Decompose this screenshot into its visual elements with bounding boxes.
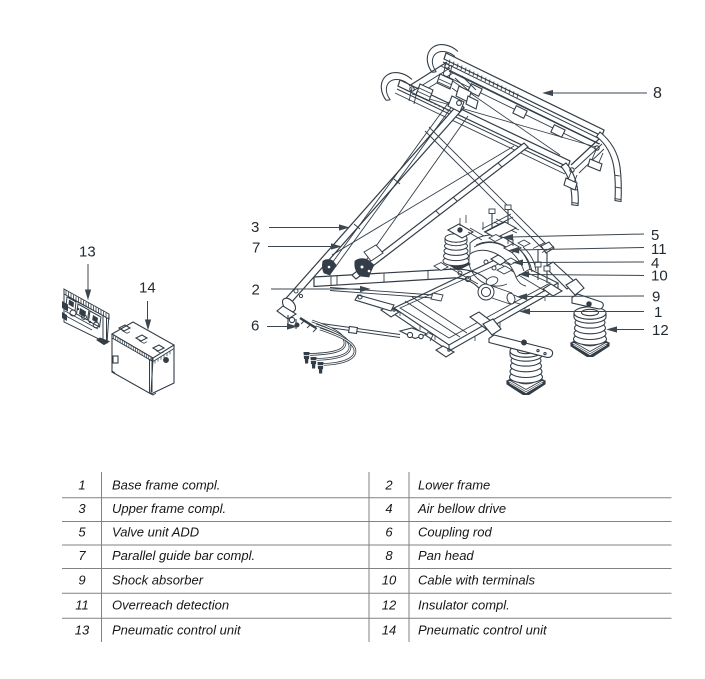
svg-text:Base frame compl.: Base frame compl. bbox=[112, 478, 220, 493]
svg-text:7: 7 bbox=[78, 548, 86, 563]
svg-text:Pneumatic control unit: Pneumatic control unit bbox=[418, 623, 548, 638]
svg-text:6: 6 bbox=[251, 318, 259, 335]
svg-text:13: 13 bbox=[79, 244, 96, 261]
svg-text:Shock absorber: Shock absorber bbox=[112, 573, 204, 588]
svg-text:Parallel guide bar compl.: Parallel guide bar compl. bbox=[112, 548, 255, 563]
svg-text:Lower frame: Lower frame bbox=[418, 478, 490, 493]
svg-text:Cable with terminals: Cable with terminals bbox=[418, 573, 536, 588]
svg-text:1: 1 bbox=[654, 304, 662, 321]
svg-text:14: 14 bbox=[139, 280, 156, 297]
svg-text:5: 5 bbox=[78, 525, 86, 540]
svg-text:3: 3 bbox=[251, 219, 259, 236]
svg-text:11: 11 bbox=[75, 598, 89, 613]
svg-text:4: 4 bbox=[651, 255, 659, 272]
svg-text:Valve unit ADD: Valve unit ADD bbox=[112, 525, 199, 540]
svg-text:14: 14 bbox=[382, 623, 396, 638]
svg-text:12: 12 bbox=[382, 598, 397, 613]
svg-text:10: 10 bbox=[651, 268, 668, 285]
svg-text:7: 7 bbox=[252, 240, 260, 257]
svg-text:9: 9 bbox=[78, 573, 85, 588]
svg-text:Overreach detection: Overreach detection bbox=[112, 598, 229, 613]
svg-text:13: 13 bbox=[75, 623, 90, 638]
svg-text:2: 2 bbox=[252, 282, 260, 299]
svg-text:6: 6 bbox=[385, 525, 393, 540]
svg-text:1: 1 bbox=[78, 478, 85, 493]
svg-text:8: 8 bbox=[385, 548, 393, 563]
svg-text:4: 4 bbox=[385, 501, 392, 516]
svg-text:11: 11 bbox=[651, 241, 667, 258]
svg-text:Upper frame compl.: Upper frame compl. bbox=[112, 501, 226, 516]
svg-text:8: 8 bbox=[653, 85, 662, 102]
svg-text:Coupling rod: Coupling rod bbox=[418, 525, 492, 540]
svg-text:5: 5 bbox=[651, 227, 659, 244]
svg-text:9: 9 bbox=[652, 289, 660, 306]
svg-text:Insulator compl.: Insulator compl. bbox=[418, 598, 510, 613]
svg-text:Pan head: Pan head bbox=[418, 548, 474, 563]
svg-text:10: 10 bbox=[382, 573, 397, 588]
svg-text:12: 12 bbox=[652, 322, 669, 339]
svg-text:Air bellow drive: Air bellow drive bbox=[417, 501, 506, 516]
svg-text:2: 2 bbox=[384, 478, 393, 493]
svg-text:3: 3 bbox=[78, 501, 86, 516]
svg-text:Pneumatic control unit: Pneumatic control unit bbox=[112, 623, 242, 638]
